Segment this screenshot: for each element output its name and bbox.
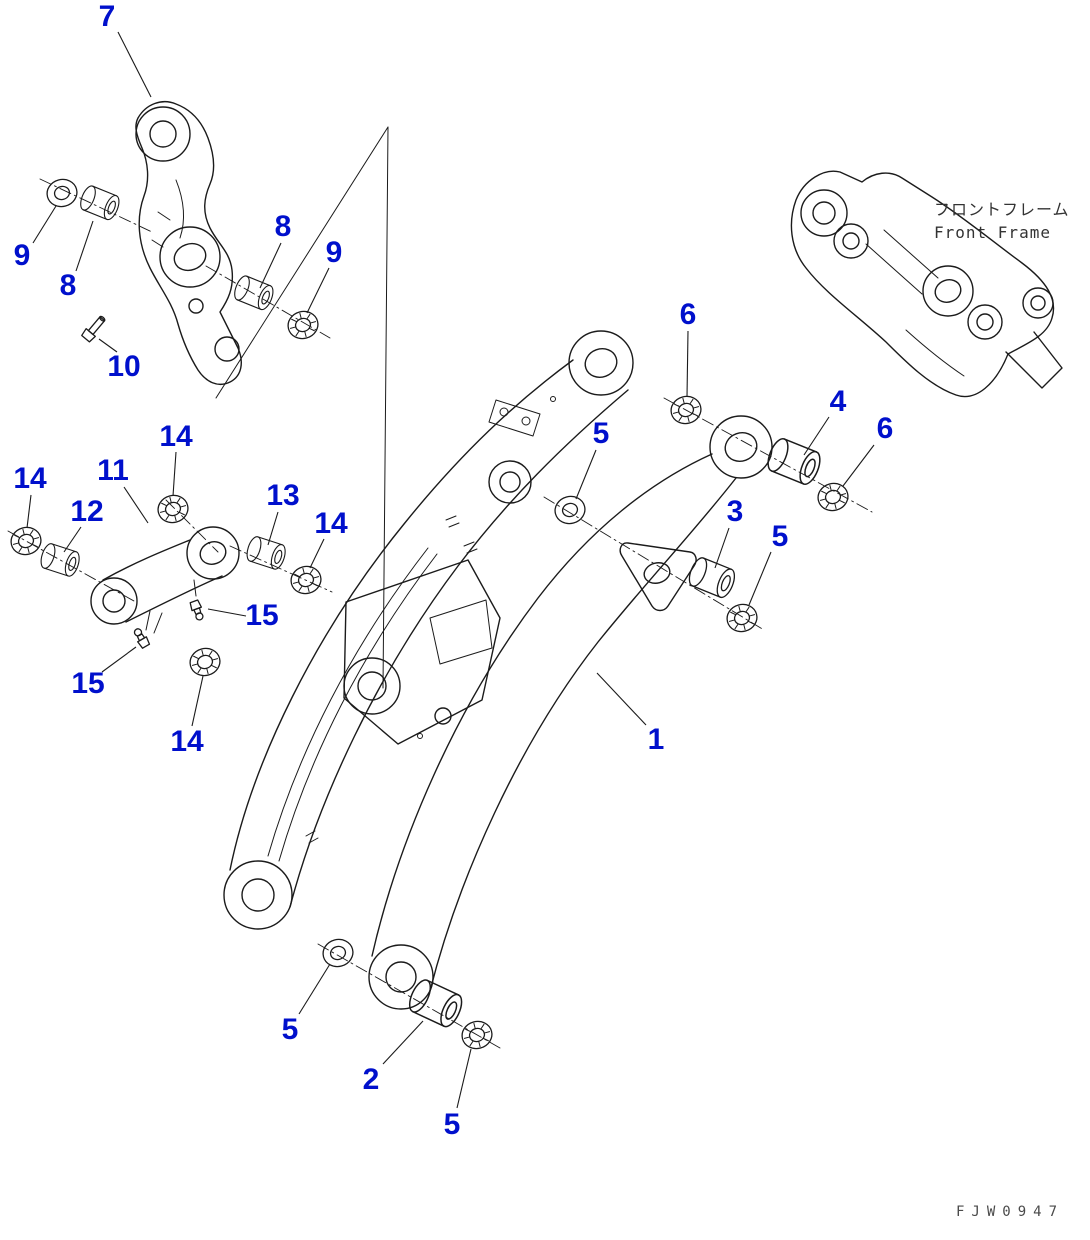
leader-8-2 [75,220,94,272]
leader-3-19 [714,527,730,569]
bell-crank [135,100,242,386]
leader-14-7 [26,494,32,529]
leader-12-9 [63,526,82,553]
front-frame-label-en: Front Frame [934,223,1051,243]
leader-8-3 [259,242,282,289]
leader-4-17 [803,416,830,456]
projection-lines [215,126,389,689]
leader-10-5 [98,338,118,353]
leader-15-13 [101,646,137,673]
leader-11-8 [123,486,149,524]
drawing-code: FJW0947 [956,1204,1065,1220]
leader-9-1 [32,205,57,244]
leader-5-22 [298,963,331,1015]
front-frame [790,170,1063,398]
leader-5-16 [575,449,597,500]
leader-6-15 [686,330,689,398]
leader-5-20 [748,551,772,606]
leader-15-12 [207,608,247,617]
front-frame-label-jp: フロントフレーム [934,200,1070,219]
leader-13-10 [267,511,279,546]
leader-9-4 [306,267,330,314]
boom-arm-front [223,330,634,930]
leader-5-24 [456,1048,472,1109]
leader-14-11 [309,538,325,569]
leader-1-21 [596,672,647,726]
leader-6-18 [842,444,875,487]
tilt-link [90,526,240,634]
boom-arm-rear [368,415,773,1010]
leader-2-23 [382,1020,424,1065]
cross-member [343,559,501,745]
leader-14-6 [172,451,177,497]
leader-14-14 [191,675,204,727]
leader-7-0 [117,31,152,98]
front-frame-label: フロントフレーム Front Frame [934,198,1090,244]
